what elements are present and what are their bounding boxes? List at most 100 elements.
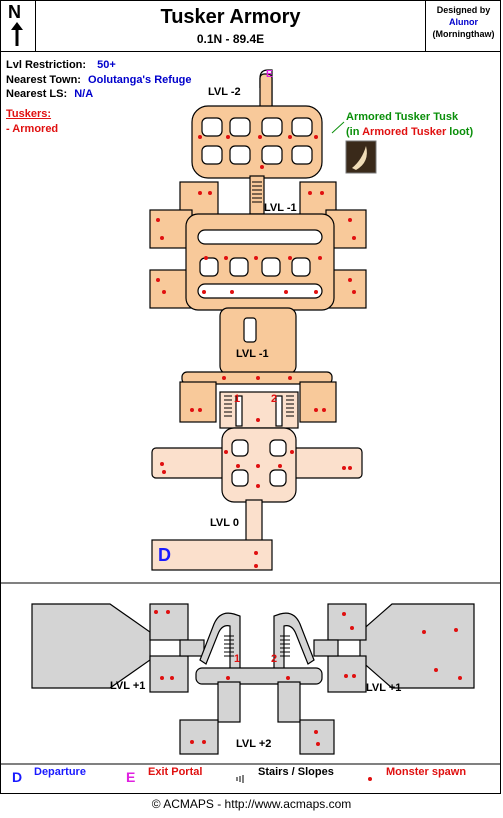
- monster-spawn-dot: [156, 278, 160, 282]
- lvl-plus2-room-e: [299, 719, 335, 755]
- lower-level-area: [31, 603, 475, 755]
- monster-spawn-dot: [256, 376, 260, 380]
- legend-spawn-icon: [368, 777, 372, 781]
- room-w1: [149, 209, 193, 249]
- monster-spawn-dot: [314, 135, 318, 139]
- monster-spawn-dot: [190, 408, 194, 412]
- monster-spawn-dot: [224, 450, 228, 454]
- monster-spawn-dot: [190, 740, 194, 744]
- monster-spawn-dot: [198, 135, 202, 139]
- monster-spawn-dot: [454, 628, 458, 632]
- monster-spawn-dot: [162, 470, 166, 474]
- monster-spawn-dot: [256, 418, 260, 422]
- monster-spawn-dot: [202, 290, 206, 294]
- lvl-plus2-room-w: [179, 719, 219, 755]
- room-w2: [149, 269, 193, 309]
- monster-spawn-dot: [208, 191, 212, 195]
- monster-spawn-dot: [166, 610, 170, 614]
- stub-w: [217, 681, 241, 723]
- monster-spawn-dot: [320, 191, 324, 195]
- lvl-minus1-mid-room: [219, 307, 297, 375]
- compass: N: [0, 0, 36, 52]
- lvl-plus1-right-label: LVL +1: [366, 682, 402, 694]
- monster-spawn-dot: [154, 610, 158, 614]
- nearest-ls-value: N/A: [74, 88, 94, 100]
- monster-spawn-dot: [198, 408, 202, 412]
- monster-spawn-dot: [344, 674, 348, 678]
- monster-spawn-dot: [230, 290, 234, 294]
- monster-spawns: [154, 135, 462, 746]
- monster-spawn-dot: [348, 278, 352, 282]
- lvl-restriction-label: Lvl Restriction:: [6, 59, 87, 71]
- designer-box: Designed by Alunor (Morningthaw): [425, 0, 501, 52]
- monster-spawn-dot: [458, 676, 462, 680]
- monster-spawn-dot: [254, 256, 258, 260]
- legend-exit-key: E: [126, 769, 136, 785]
- monster-spawn-dot: [316, 742, 320, 746]
- monster-spawn-dot: [160, 236, 164, 240]
- author-name: Alunor: [449, 17, 478, 27]
- loot-line1: Armored Tusker Tusk: [346, 111, 459, 123]
- lvl-minus1-top-label: LVL -1: [264, 202, 297, 214]
- loot-pointer: [331, 121, 345, 134]
- header: N Tusker Armory 0.1N - 89.4E Designed by…: [0, 0, 501, 52]
- monster-spawn-dot: [258, 135, 262, 139]
- monster-spawn-dot: [322, 408, 326, 412]
- legend-exit: Exit Portal: [148, 766, 203, 778]
- link-e: [313, 639, 339, 657]
- lvl-minus2-pillars: [201, 117, 313, 165]
- monster-spawn-dot: [254, 551, 258, 555]
- nearest-town: Nearest Town: Oolutanga's Refuge: [6, 74, 192, 86]
- lvl-plus1-east-cave: [359, 603, 475, 689]
- monster-spawn-dot: [202, 740, 206, 744]
- room-se: [299, 381, 337, 423]
- loot-highlight: Armored Tusker: [362, 126, 447, 138]
- room-sw: [179, 381, 217, 423]
- monster-spawn-dot: [256, 484, 260, 488]
- link-w: [179, 639, 205, 657]
- server-name: (Morningthaw): [432, 29, 495, 39]
- loot-prefix: (in: [346, 126, 363, 138]
- lvl0-corridor: [245, 499, 263, 543]
- monster-spawn-dot: [348, 466, 352, 470]
- monster-spawn-dot: [156, 218, 160, 222]
- monster-spawn-dot: [222, 376, 226, 380]
- legend-stairs-icon: [236, 775, 244, 783]
- monster-spawn-dot: [204, 256, 208, 260]
- monster-spawn-dot: [288, 135, 292, 139]
- monster-spawn-dot: [256, 464, 260, 468]
- map-frame: [0, 0, 501, 794]
- stair-2-label: 2: [271, 393, 278, 405]
- monster-spawn-dot: [288, 256, 292, 260]
- north-label: N: [8, 2, 21, 22]
- lvl-minus2-room: [191, 105, 323, 179]
- loot-line2: (in Armored Tusker loot): [346, 126, 473, 138]
- page-title: Tusker Armory: [160, 6, 301, 28]
- room-w-top: [149, 603, 189, 641]
- monster-spawn-dot: [314, 730, 318, 734]
- monster-spawn-dot: [348, 218, 352, 222]
- stub-e: [277, 681, 301, 723]
- lvl-plus2-label: LVL +2: [236, 738, 272, 750]
- lvl-restriction: Lvl Restriction: 50+: [6, 59, 116, 71]
- monster-spawn-dot: [342, 466, 346, 470]
- stairs-lvlm2: [252, 181, 262, 203]
- monster-spawn-dot: [170, 676, 174, 680]
- lvl-0-label: LVL 0: [210, 517, 239, 529]
- loot-suffix: loot): [446, 126, 474, 138]
- monster-spawn-dot: [422, 630, 426, 634]
- monster-spawn-dot: [226, 676, 230, 680]
- room-w-bot: [149, 655, 189, 693]
- lvl0-stair-hall: [219, 391, 299, 429]
- monster-spawn-dot: [290, 450, 294, 454]
- lvl-plus1-left-label: LVL +1: [110, 680, 146, 692]
- legend-departure-key: D: [12, 769, 23, 785]
- room-e-bot: [327, 655, 367, 693]
- nearest-ls-label: Nearest LS:: [6, 88, 68, 100]
- monster-spawn-dot: [236, 464, 240, 468]
- ramp-e: [273, 612, 315, 671]
- monster-spawn-dot: [226, 135, 230, 139]
- monster-spawn-dot: [278, 464, 282, 468]
- monster-spawn-dot: [352, 290, 356, 294]
- monster-spawn-dot: [160, 676, 164, 680]
